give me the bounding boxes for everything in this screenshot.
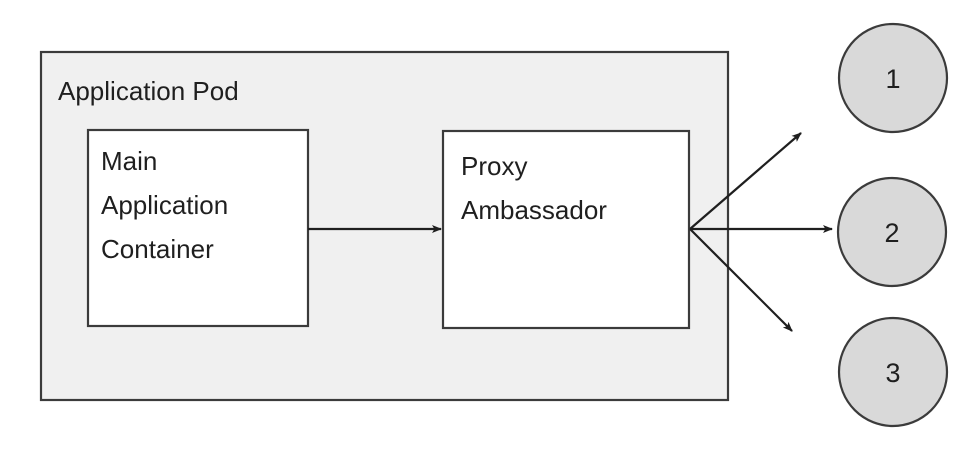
external-node-3-circle (837, 316, 949, 428)
proxy-ambassador-line-1: Proxy (461, 151, 527, 181)
external-node-1-label: 1 (885, 64, 900, 94)
proxy-ambassador-container-box (441, 129, 691, 330)
edge-proxy-to-node-1 (689, 132, 802, 230)
external-node-2-label: 2 (884, 218, 899, 248)
main-application-container-box (86, 128, 310, 328)
main-application-container-line-3: Container (101, 234, 214, 264)
external-node-3-label: 3 (885, 358, 900, 388)
main-application-container-line-2: Application (101, 190, 228, 220)
proxy-ambassador-line-2: Ambassador (461, 195, 607, 225)
main-application-container-line-1: Main (101, 146, 157, 176)
external-node-1-circle (837, 22, 949, 134)
edge-proxy-to-node-3 (689, 228, 793, 332)
application-pod-label: Application Pod (58, 76, 239, 106)
external-node-2-circle (836, 176, 948, 288)
